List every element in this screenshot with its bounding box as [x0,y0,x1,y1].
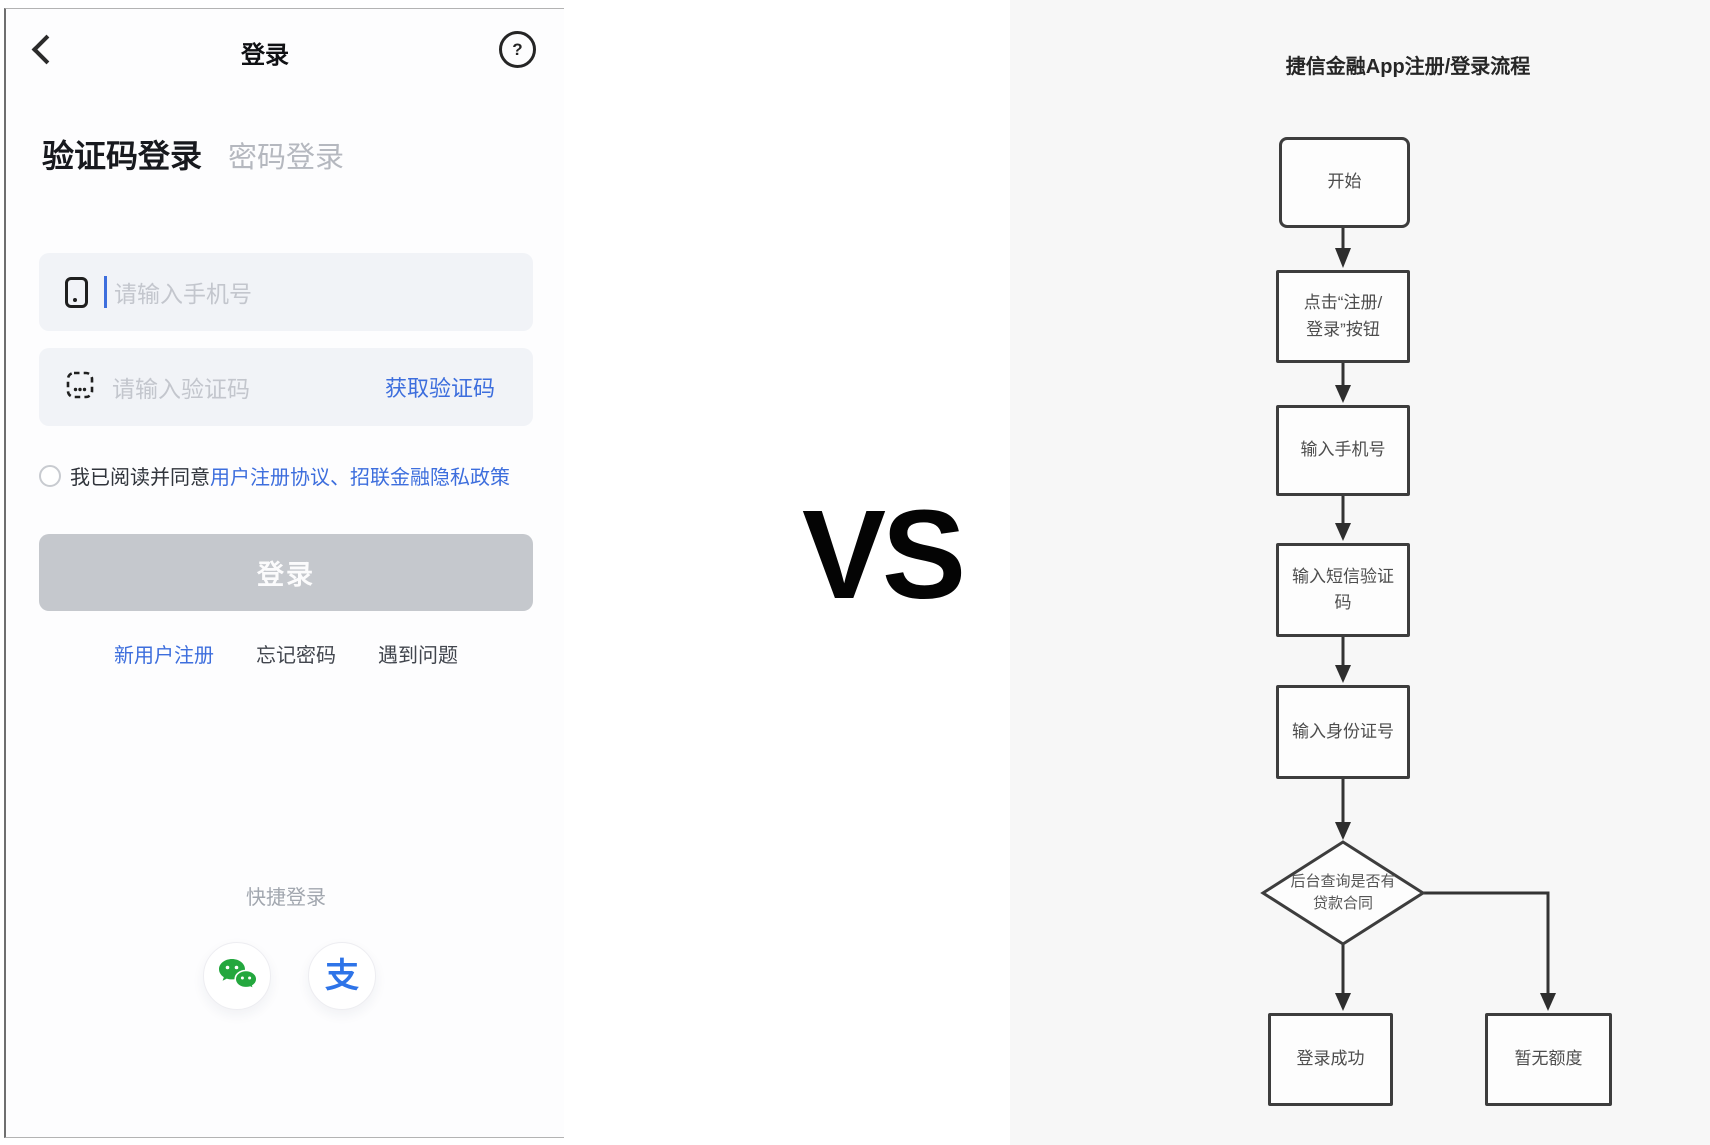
sms-code-input[interactable]: 请输入验证码 获取验证码 [39,348,533,426]
flow-node-login-success: 登录成功 [1268,1013,1393,1106]
flowchart-connectors [1260,228,1556,1011]
agreement-prefix: 我已阅读并同意 [70,467,210,489]
flow-node-label: 登录”按钮 [1306,319,1380,339]
flow-node-enter-sms-code: 输入短信验证 码 [1276,543,1410,637]
flow-node-label: 码 [1334,593,1352,612]
flow-node-label: 开始 [1327,172,1362,192]
flow-node-label: 输入手机号 [1300,440,1386,460]
login-button[interactable]: 登录 [39,534,533,611]
new-user-register-link[interactable]: 新用户注册 [114,645,214,667]
tab-sms-login[interactable]: 验证码登录 [42,138,203,174]
flow-node-label: 输入身份证号 [1292,721,1394,741]
flow-node-tap-register: 点击“注册/ 登录”按钮 [1276,270,1410,363]
flow-node-no-quota: 暂无额度 [1485,1013,1612,1106]
flowchart-title: 捷信金融App注册/登录流程 [1285,56,1531,78]
phone-placeholder: 请输入手机号 [114,281,252,307]
flow-node-label: 后台查询是否有 [1290,872,1396,890]
get-code-button[interactable]: 获取验证码 [384,376,495,401]
help-icon[interactable]: ? [499,31,536,68]
need-help-link[interactable]: 遇到问题 [378,645,458,667]
phone-input[interactable]: 请输入手机号 [39,253,533,331]
footer-links: 新用户注册 忘记密码 遇到问题 [6,639,566,668]
quick-login-label: 快捷登录 [246,887,326,909]
privacy-policy-link[interactable]: 招联金融隐私政策 [350,467,510,489]
flow-node-label: 贷款合同 [1312,895,1373,912]
flow-node-label: 输入短信验证 [1292,566,1394,586]
user-agreement-link[interactable]: 用户注册协议 [210,467,330,489]
sms-code-icon [65,370,95,405]
vs-label: VS [801,484,966,625]
flow-node-label: 暂无额度 [1514,1049,1583,1069]
page-title: 登录 [241,42,289,69]
wechat-icon [216,956,258,997]
wechat-login-button[interactable] [203,942,271,1010]
agreement-checkbox[interactable] [39,464,61,487]
login-screen-panel: 登录 ? 验证码登录 密码登录 请输入手机号 请输入验证码 获取验证码 [4,8,564,1138]
flow-node-label: 登录成功 [1296,1049,1365,1069]
alipay-login-button[interactable]: 支 [308,942,376,1010]
flow-node-enter-id-number: 输入身份证号 [1276,685,1410,779]
flow-node-label: 点击“注册/ [1303,293,1383,313]
agreement-separator: 、 [330,467,350,489]
flow-node-enter-phone: 输入手机号 [1276,405,1410,496]
forgot-password-link[interactable]: 忘记密码 [256,645,336,667]
tab-password-login[interactable]: 密码登录 [228,142,345,174]
text-cursor [104,276,107,308]
flow-node-start: 开始 [1279,137,1410,228]
login-header: 登录 ? [6,23,564,75]
sms-code-placeholder: 请输入验证码 [112,376,250,402]
flowchart-panel: 捷信金融App注册/登录流程 开 [1010,0,1710,1145]
login-tabs: 验证码登录 密码登录 [42,131,344,177]
flow-node-decision: 后台查询是否有 贷款合同 [1258,862,1428,924]
alipay-icon: 支 [325,957,359,995]
mobile-icon [65,276,88,308]
agreement-row: 我已阅读并同意用户注册协议、招联金融隐私政策 [39,461,549,490]
agreement-text: 我已阅读并同意用户注册协议、招联金融隐私政策 [70,461,510,490]
